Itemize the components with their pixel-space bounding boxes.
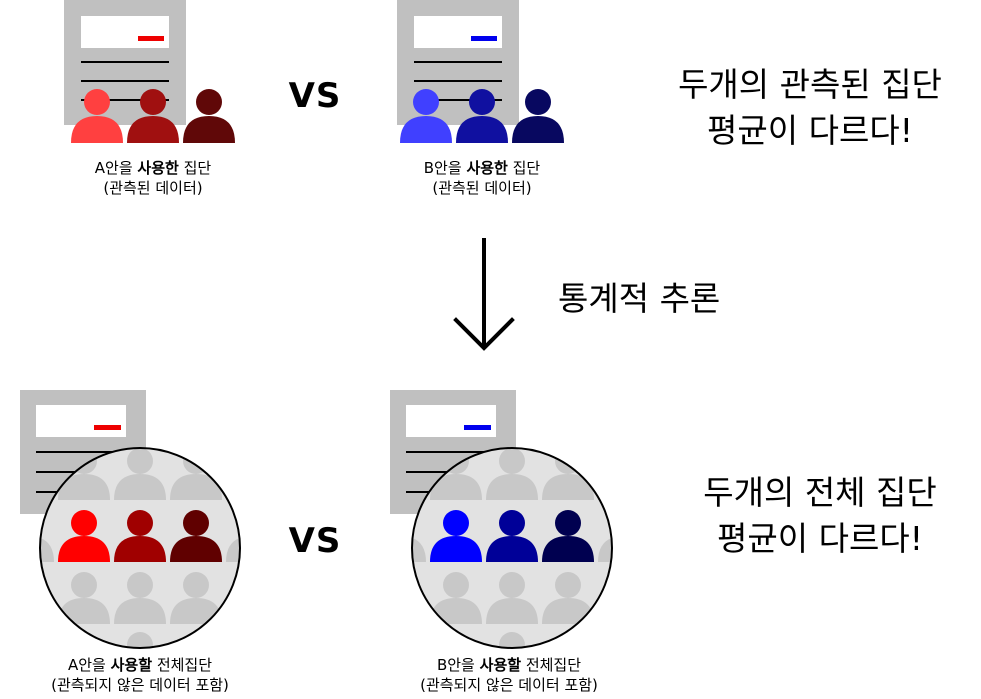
group-a-people-icon — [71, 89, 235, 143]
person-icon — [58, 510, 110, 562]
group-a-caption: A안을 사용한 집단 (관측된 데이터) — [53, 158, 253, 198]
statistical-inference-label: 통계적 추론 — [558, 279, 721, 318]
person-icon — [170, 572, 222, 624]
vs-label-top: VS — [288, 76, 342, 116]
population-a-caption: A안을 사용할 전체집단 (관측되지 않은 데이터 포함) — [10, 655, 270, 695]
person-icon — [71, 89, 123, 143]
group-b-caption: B안을 사용한 집단 (관측된 데이터) — [382, 158, 582, 198]
person-icon — [486, 572, 538, 624]
caption-suffix: 전체집단 — [525, 656, 582, 674]
person-icon — [499, 632, 525, 648]
caption-prefix: A안을 — [67, 656, 106, 674]
person-icon — [183, 89, 235, 143]
person-icon — [114, 448, 166, 500]
population-a-icon — [20, 390, 241, 649]
caption-suffix: 집단 — [512, 159, 541, 177]
population-conclusion: 두개의 전체 집단 평균이 다르다! — [660, 470, 980, 562]
caption-suffix: 집단 — [183, 159, 212, 177]
conclusion-line-2: 평균이 다르다! — [707, 111, 913, 150]
caption-note: (관측된 데이터) — [432, 179, 532, 197]
caption-note: (관측되지 않은 데이터 포함) — [420, 676, 598, 694]
person-icon — [542, 510, 594, 562]
population-b-icon — [390, 390, 613, 649]
person-icon — [114, 510, 166, 562]
person-icon — [170, 510, 222, 562]
document-a-icon — [64, 0, 186, 125]
caption-prefix: B안을 — [436, 656, 475, 674]
vs-label-bottom: VS — [288, 521, 342, 561]
caption-bold: 사용할 — [479, 656, 522, 674]
person-icon — [542, 572, 594, 624]
caption-suffix: 전체집단 — [156, 656, 213, 674]
person-icon — [512, 89, 564, 143]
caption-bold: 사용한 — [137, 159, 179, 177]
person-icon — [58, 572, 110, 624]
person-icon — [114, 572, 166, 624]
caption-prefix: B안을 — [423, 159, 462, 177]
person-icon — [430, 572, 482, 624]
person-icon — [598, 448, 612, 500]
caption-bold: 사용할 — [110, 656, 153, 674]
person-icon — [430, 510, 482, 562]
down-arrow-icon — [453, 238, 515, 351]
caption-prefix: A안을 — [94, 159, 133, 177]
caption-note: (관측되지 않은 데이터 포함) — [51, 676, 229, 694]
person-icon — [486, 448, 538, 500]
person-icon — [127, 632, 153, 648]
person-icon — [456, 89, 508, 143]
group-b-people-icon — [400, 89, 564, 143]
observed-conclusion: 두개의 관측된 집단 평균이 다르다! — [640, 62, 980, 154]
population-b-caption: B안을 사용할 전체집단 (관측되지 않은 데이터 포함) — [379, 655, 639, 695]
caption-bold: 사용한 — [466, 159, 508, 177]
conclusion-line-1: 두개의 관측된 집단 — [678, 65, 942, 104]
person-icon — [400, 89, 452, 143]
caption-note: (관측된 데이터) — [103, 179, 203, 197]
person-icon — [127, 89, 179, 143]
person-icon — [226, 448, 240, 500]
conclusion-line-2: 평균이 다르다! — [717, 519, 923, 558]
conclusion-line-1: 두개의 전체 집단 — [703, 473, 937, 512]
person-icon — [486, 510, 538, 562]
